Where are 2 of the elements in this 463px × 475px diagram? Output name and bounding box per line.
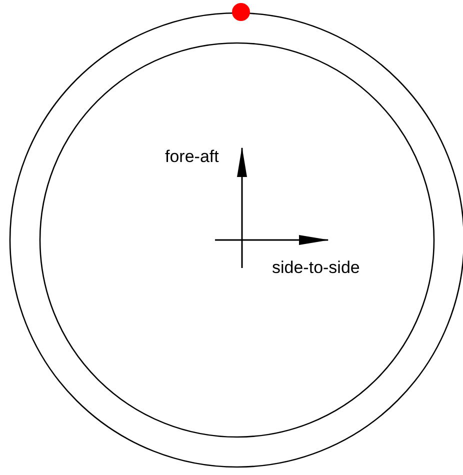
axis-label: side-to-side bbox=[272, 258, 360, 278]
axis-label: fore-aft bbox=[165, 147, 219, 167]
